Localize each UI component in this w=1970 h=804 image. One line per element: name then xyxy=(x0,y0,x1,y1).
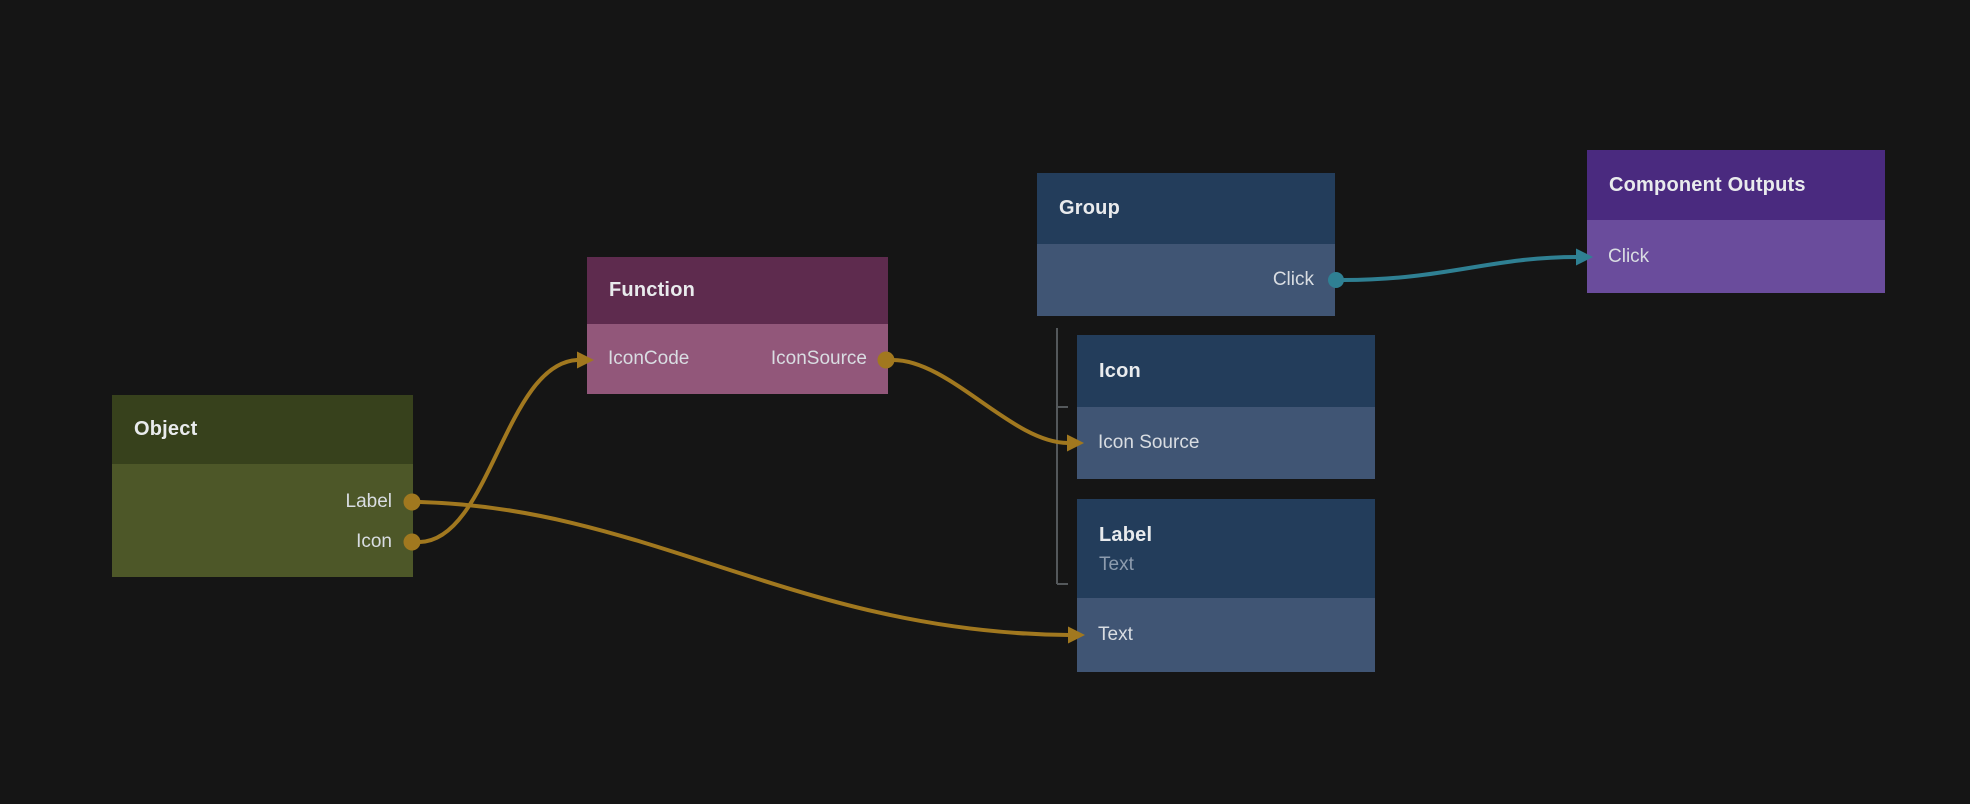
node-icon-body: Icon Source xyxy=(1077,407,1375,479)
node-function[interactable]: Function IconCode IconSource xyxy=(587,257,888,394)
object-port-icon-text: Icon xyxy=(356,531,392,552)
component-outputs-port-click[interactable]: Click xyxy=(1587,220,1885,293)
node-function-header[interactable]: Function xyxy=(587,257,888,324)
edge-function-iconsource-to-icon-iconsource[interactable] xyxy=(891,358,1070,445)
node-group-title: Group xyxy=(1059,197,1120,219)
node-function-title: Function xyxy=(609,279,696,301)
node-object-title: Object xyxy=(134,418,198,440)
component-outputs-port-click-text: Click xyxy=(1608,245,1650,267)
node-component-outputs[interactable]: Component Outputs Click xyxy=(1587,150,1885,293)
edge-group-click-to-component-outputs-click[interactable] xyxy=(1342,255,1579,282)
icon-port-icon-source-text: Icon Source xyxy=(1098,432,1200,453)
label-port-text-text: Text xyxy=(1098,624,1133,645)
edge-object-label-to-label-text[interactable] xyxy=(418,500,1071,637)
node-icon-header[interactable]: Icon xyxy=(1077,335,1375,407)
object-port-icon[interactable]: Icon xyxy=(112,522,413,562)
label-port-text[interactable]: Text xyxy=(1077,598,1375,672)
node-object-header[interactable]: Object xyxy=(112,395,413,464)
node-component-outputs-body: Click xyxy=(1587,220,1885,293)
object-port-label[interactable]: Label xyxy=(112,482,413,522)
node-label-header[interactable]: Label Text xyxy=(1077,499,1375,598)
group-port-click[interactable]: Click xyxy=(1037,244,1335,316)
node-function-body: IconCode IconSource xyxy=(587,324,888,394)
node-icon[interactable]: Icon Icon Source xyxy=(1077,335,1375,479)
group-children-bracket xyxy=(1056,328,1068,585)
arrowhead-label-text xyxy=(1068,626,1085,644)
arrowhead-function-iconcode xyxy=(577,351,594,369)
node-icon-title: Icon xyxy=(1099,359,1141,382)
function-port-row: IconCode IconSource xyxy=(587,324,888,394)
node-component-outputs-title: Component Outputs xyxy=(1609,173,1806,196)
port-dot-group-click[interactable] xyxy=(1328,272,1344,288)
function-port-iconcode[interactable]: IconCode xyxy=(608,348,690,369)
group-port-click-text: Click xyxy=(1272,269,1314,290)
object-port-label-text: Label xyxy=(345,491,393,512)
node-object-body: Label Icon xyxy=(112,464,413,577)
arrowhead-icon-iconsource xyxy=(1067,434,1084,452)
node-label-body: Text xyxy=(1077,598,1375,672)
node-component-outputs-header[interactable]: Component Outputs xyxy=(1587,150,1885,220)
port-dot-object-icon[interactable] xyxy=(403,533,421,551)
function-port-iconsource[interactable]: IconSource xyxy=(770,348,867,369)
node-label[interactable]: Label Text Text xyxy=(1077,499,1375,672)
node-label-title: Label xyxy=(1099,523,1153,546)
port-dot-function-iconsource[interactable] xyxy=(877,351,895,369)
node-group-header[interactable]: Group xyxy=(1037,173,1335,244)
node-group-body: Click xyxy=(1037,244,1335,316)
node-object[interactable]: Object Label Icon xyxy=(112,395,413,577)
edge-object-icon-to-function-iconcode[interactable] xyxy=(418,358,579,544)
port-dot-object-label[interactable] xyxy=(403,493,421,511)
icon-port-icon-source[interactable]: Icon Source xyxy=(1077,407,1375,479)
arrowhead-component-outputs-click xyxy=(1576,248,1593,266)
node-group[interactable]: Group Click xyxy=(1037,173,1335,316)
node-label-subtitle: Text xyxy=(1099,553,1134,575)
